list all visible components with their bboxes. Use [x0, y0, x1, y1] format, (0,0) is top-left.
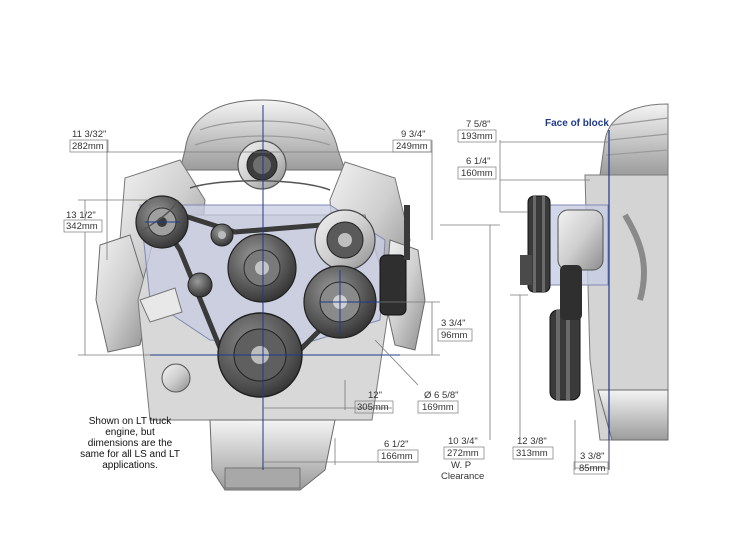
- dim-inch: 10 3/4": [448, 436, 478, 447]
- face-of-block-label: Face of block: [545, 118, 609, 129]
- dim-mm: 272mm: [447, 448, 479, 459]
- application-note: Shown on LT truck engine, but dimensions…: [80, 416, 180, 471]
- dim-6-1-2: 6 1/2" 166mm: [377, 439, 419, 463]
- dim-dia-6-5-8: Ø 6 5/8" 169mm: [417, 390, 459, 414]
- note-line: dimensions are the: [88, 438, 173, 449]
- dim-9-3-4: 9 3/4" 249mm: [392, 129, 432, 153]
- dim-10-3-4-wp-clearance: 10 3/4" 272mm W. P Clearance: [441, 436, 485, 482]
- dim-extra: Clearance: [441, 471, 484, 482]
- dim-inch: 12 3/8": [517, 436, 547, 447]
- dim-11-3-32: 11 3/32" 282mm: [69, 129, 109, 153]
- dim-inch: 11 3/32": [72, 129, 106, 140]
- dim-inch: Ø 6 5/8": [424, 390, 459, 401]
- side-oil-pan: [597, 389, 669, 441]
- note-line: applications.: [102, 460, 158, 471]
- note-line: Shown on LT truck: [89, 416, 172, 427]
- wiring-harness: [139, 180, 331, 233]
- dim-mm: 249mm: [396, 141, 428, 152]
- left-exhaust-manifold: [95, 234, 151, 353]
- dim-mm: 160mm: [461, 168, 493, 179]
- dim-inch: 12": [368, 390, 382, 401]
- dim-mm: 313mm: [516, 448, 548, 459]
- dim-inch: 7 5/8": [466, 119, 491, 130]
- side-ps-reservoir: [560, 265, 582, 320]
- dim-inch: 13 1/2": [66, 210, 96, 221]
- dim-mm: 96mm: [441, 330, 467, 341]
- dim-13-1-2: 13 1/2" 342mm: [63, 210, 103, 233]
- coolant-outlet: [139, 287, 183, 323]
- dim-12: 12" 305mm: [354, 390, 394, 414]
- dim-mm: 342mm: [66, 221, 98, 232]
- engine-side-view: [520, 103, 669, 470]
- power-steering-reservoir: [379, 254, 407, 316]
- note-line: same for all LS and LT: [80, 449, 180, 460]
- note-line: engine, but: [105, 427, 155, 438]
- starter-motor: [161, 363, 191, 393]
- dim-inch: 3 3/8": [580, 451, 605, 462]
- dimension-lines: [78, 140, 610, 470]
- side-intake: [599, 103, 669, 176]
- dim-mm: 85mm: [579, 463, 605, 474]
- dim-12-3-8: 12 3/8" 313mm: [512, 436, 554, 460]
- dim-mm: 193mm: [461, 131, 493, 142]
- tensioner-pulley: [187, 272, 213, 298]
- dim-extra: W. P: [451, 460, 471, 471]
- dim-inch: 9 3/4": [401, 129, 426, 140]
- dim-mm: 169mm: [422, 402, 454, 413]
- engine-front-view: [95, 99, 426, 491]
- dim-inch: 3 3/4": [441, 318, 466, 329]
- dim-3-3-8: 3 3/8" 85mm: [573, 451, 609, 475]
- dim-3-3-4: 3 3/4" 96mm: [437, 318, 473, 342]
- dim-inch: 6 1/4": [466, 156, 491, 167]
- side-alternator: [557, 209, 604, 271]
- centerlines: [145, 105, 400, 470]
- dim-6-1-4: 6 1/4" 160mm: [457, 156, 497, 180]
- dim-mm: 305mm: [357, 402, 389, 413]
- dim-mm: 282mm: [72, 141, 104, 152]
- side-crank-balancer: [549, 309, 581, 401]
- dim-mm: 166mm: [381, 451, 413, 462]
- dim-7-5-8: 7 5/8" 193mm: [457, 119, 497, 143]
- dim-inch: 6 1/2": [384, 439, 409, 450]
